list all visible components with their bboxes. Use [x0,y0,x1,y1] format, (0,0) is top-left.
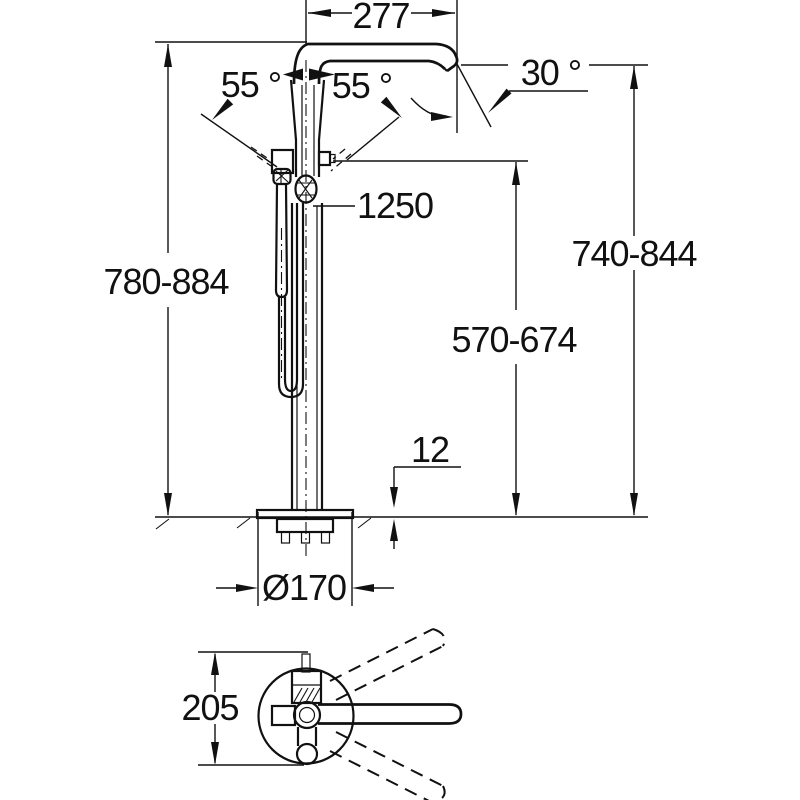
holder-port-cap [329,153,336,164]
floor-line [155,516,648,530]
spout-outline [292,42,459,85]
annotation-lever-angle-left-55 [200,98,278,168]
dimension-outlet-height-740-844 [461,64,648,516]
dim-text-outlet-height: 740-844 [571,233,696,274]
shower-holder-bracket [270,148,295,175]
shower-holder-ring [272,167,292,186]
dim-text-holder-height: 570-674 [451,319,576,360]
spout-underside [317,59,446,85]
dimension-total-height-780-884 [155,41,307,516]
dim-text-base-plate-thickness: 12 [411,429,449,470]
mounting-bolt [300,531,311,544]
dimension-base-diameter-170 [216,512,394,606]
faucet-side-view [255,42,459,556]
mounting-bolt [320,531,331,544]
lever-handle [283,68,303,81]
shower-holder-plan [270,704,297,727]
column-bore-plan [298,706,316,724]
hose-coupling-nut [294,174,318,204]
faucet-plan-view [198,628,463,800]
dim-text-plan-depth: 205 [181,687,238,728]
dim-text-base-diameter: Ø170 [262,567,346,608]
dimension-spout-reach-277 [305,0,458,133]
annotation-lever-angle-right-55 [330,96,453,172]
column-plan [292,700,322,730]
head-right-edge [317,79,326,177]
dimension-plan-depth-205 [198,651,308,766]
dimension-base-plate-12 [390,466,461,549]
hose-outlet-plan [295,742,319,766]
head-left-edge [289,79,298,177]
mounting-bolt [280,531,291,544]
dim-text-spout-reach: 277 [352,0,409,36]
dim-text-lever-angle-right: 55 ° [332,65,392,106]
dimension-holder-height-570-674 [333,160,528,516]
lever-handle [309,68,335,81]
dim-text-hose-length: 1250 [357,185,433,226]
annotation-outlet-angle-30 [456,63,588,128]
mounting-flange [275,517,335,534]
dim-text-lever-angle-left: 55 ° [221,64,281,105]
dim-text-total-height: 780-884 [103,261,228,302]
dim-text-outlet-angle: 30 ° [521,52,581,93]
spout-plan [318,703,463,725]
holder-port-right [317,150,332,167]
spout-swivel-range [329,628,446,800]
